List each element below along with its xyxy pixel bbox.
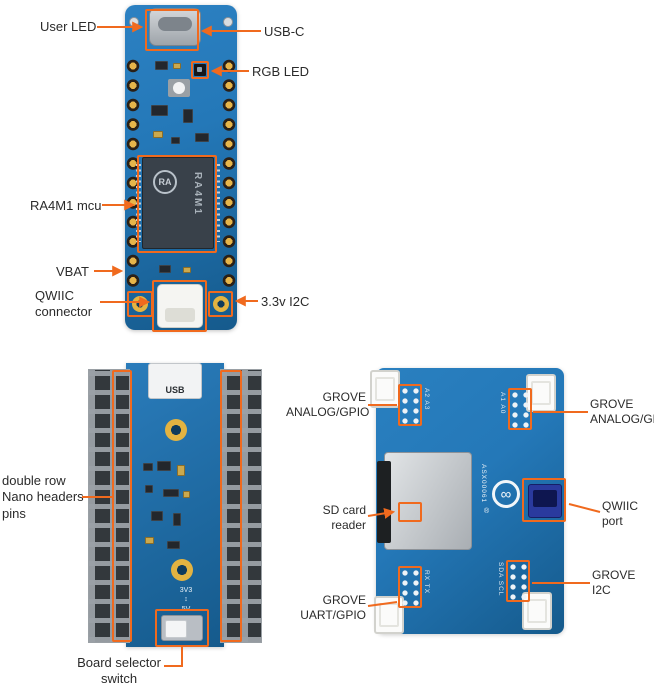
mount-pad-right — [213, 296, 229, 312]
grove-carrier-board: A2 A3 A1 A0 RX TX SDA SCL ASX00061 ∞ ® — [368, 362, 573, 642]
rgb-led — [194, 64, 206, 76]
smd-component — [151, 105, 168, 116]
smd-component — [145, 485, 153, 493]
label-grove-i2c: GROVE I2C — [592, 568, 636, 597]
silk-5v: 5V — [181, 605, 191, 613]
label-user-led: User LED — [40, 19, 97, 34]
mount-pad-left — [132, 296, 148, 312]
screw-icon — [129, 17, 139, 27]
label-vbat: VBAT — [56, 264, 89, 279]
silk-3v3: 3V3 — [179, 587, 193, 595]
leader-switch — [164, 647, 183, 667]
mounting-hole — [165, 419, 187, 441]
smd-component — [151, 511, 163, 521]
board-selector-switch — [161, 615, 203, 641]
label-qwiic-port: QWIIC port — [602, 499, 638, 528]
reset-button-cap — [173, 82, 185, 94]
reset-button — [168, 79, 190, 97]
label-grove-analog-left: GROVE ANALOG/GPIO — [286, 390, 370, 419]
renesas-ra-logo: RA — [153, 170, 177, 194]
smd-component — [183, 491, 190, 498]
registered-mark-icon: ® — [484, 508, 490, 515]
smd-component — [173, 513, 181, 526]
label-grove-uart: GROVE UART/GPIO — [300, 593, 366, 622]
pin-header-bottom-left — [400, 568, 422, 608]
screw-icon — [223, 17, 233, 27]
nano-header-left — [88, 369, 130, 643]
header-board-pcb — [126, 363, 224, 647]
silk-a1a0: A1 A0 — [499, 392, 506, 415]
edge-pads-right — [221, 57, 237, 289]
pin-header-bottom-right — [508, 562, 530, 602]
smd-component — [177, 465, 185, 476]
smd-component — [171, 137, 180, 144]
nano-board: RA RA4M1 — [125, 5, 237, 332]
smd-component — [183, 267, 191, 273]
mounting-hole — [171, 559, 193, 581]
ra4m1-chip: RA RA4M1 — [136, 157, 220, 249]
smd-component — [173, 63, 181, 69]
silk-rxtx: RX TX — [423, 570, 430, 595]
label-board-selector-switch: Board selector switch — [77, 655, 161, 687]
label-ra4m1-mcu: RA4M1 mcu — [30, 198, 102, 213]
label-qwiic-connector: QWIIC connector — [35, 288, 93, 320]
updown-arrow-icon: ↕ — [184, 596, 188, 604]
label-nano-headers: double row Nano headers pins — [2, 473, 84, 521]
smd-component — [157, 461, 171, 471]
smd-component — [163, 489, 179, 497]
label-rgb-led: RGB LED — [252, 64, 310, 79]
arduino-infinity-logo: ∞ — [492, 480, 520, 508]
label-sd-card-reader: SD card reader — [322, 503, 366, 532]
switch-knob — [165, 620, 187, 638]
label-usb-c: USB-C — [264, 24, 305, 39]
smd-component — [195, 133, 209, 142]
usb-c-connector — [149, 8, 201, 46]
grove-connector-top-left — [370, 370, 400, 408]
model-number-silkscreen: ASX00061 — [480, 464, 487, 504]
smd-component — [155, 61, 168, 70]
leader-qwiic-port — [568, 503, 601, 513]
smd-component — [167, 541, 180, 549]
usb-c-slot — [158, 17, 192, 31]
pin-header-top-left — [400, 386, 422, 426]
smd-component — [159, 265, 171, 273]
smd-component — [183, 109, 193, 123]
header-board: USB 3V3 ↕ 5V — [85, 363, 265, 648]
label-3v3-i2c: 3.3v I2C — [261, 294, 310, 309]
smd-component — [143, 463, 153, 471]
silk-sdascl: SDA SCL — [497, 562, 504, 597]
silk-a2a3: A2 A3 — [423, 388, 430, 411]
smd-component — [153, 131, 163, 138]
smd-component — [145, 537, 154, 544]
nano-header-right — [220, 369, 262, 643]
voltage-silkscreen: 3V3 ↕ 5V — [171, 581, 201, 619]
sd-card-slot — [377, 461, 391, 543]
label-grove-analog-right: GROVE ANALOG/GPIO — [590, 397, 654, 426]
qwiic-port — [528, 484, 562, 518]
chip-name-silkscreen: RA4M1 — [192, 172, 203, 216]
qwiic-connector — [157, 284, 203, 328]
sd-card-reader — [377, 452, 472, 550]
qwiic-slot — [165, 308, 195, 322]
usb-connector-top-view: USB — [148, 363, 202, 399]
pin-header-top-right — [510, 390, 532, 430]
